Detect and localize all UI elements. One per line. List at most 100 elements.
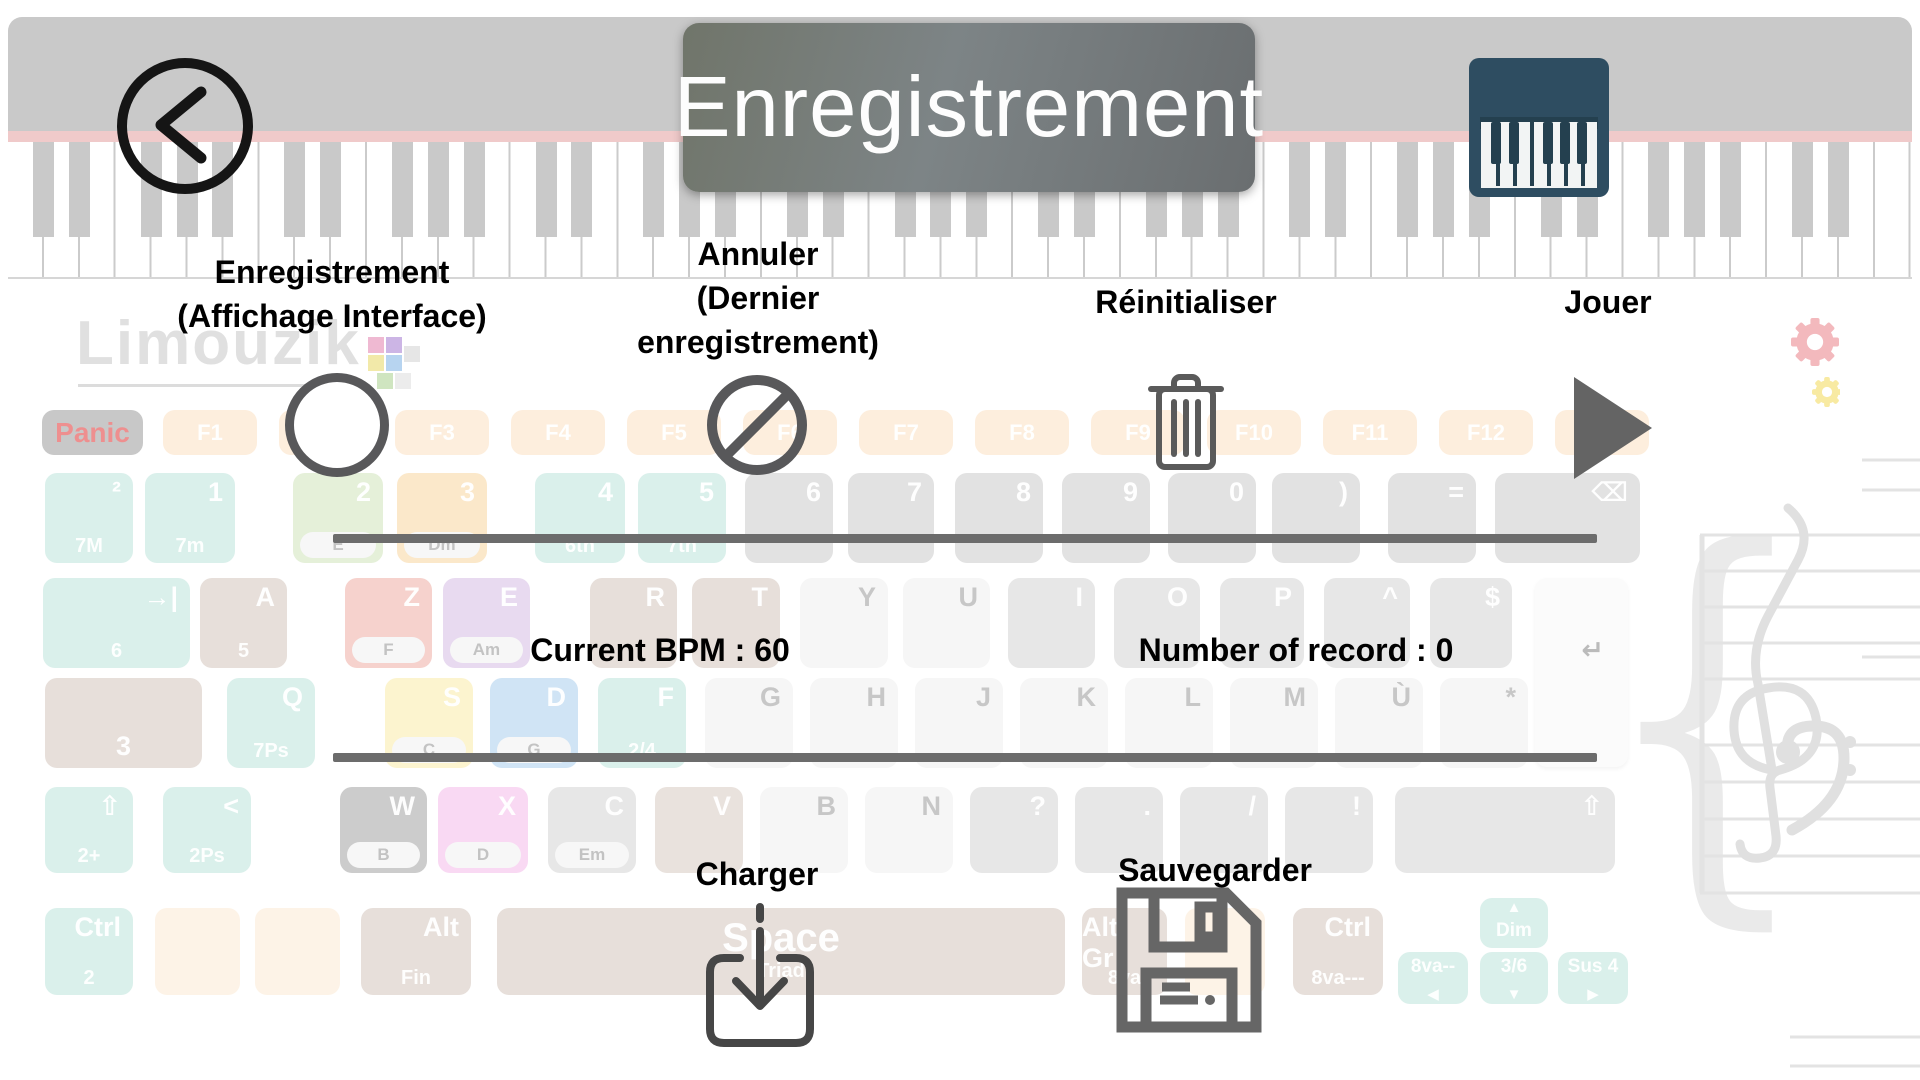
record-count-status: Number of record : 0 [1138, 632, 1454, 668]
piano-black-key [535, 142, 557, 237]
save-label: Sauvegarder [1118, 852, 1312, 888]
bg-key-F1: F1 [163, 410, 257, 455]
timeline-bar-bottom[interactable] [333, 753, 1597, 762]
piano-black-key [1289, 142, 1311, 237]
page-title: Enregistrement [673, 59, 1265, 155]
bg-key-Y: Y [800, 578, 888, 668]
play-icon [1574, 377, 1652, 479]
piano-black-key [1397, 142, 1419, 237]
bpm-status: Current BPM : 60 [530, 632, 790, 668]
bg-key-0: 0 [1168, 473, 1256, 563]
bg-key-B: B [760, 787, 848, 873]
play-button[interactable] [1574, 377, 1654, 481]
keyboard-mode-button[interactable] [1469, 58, 1609, 197]
music-staff-decoration [1699, 458, 1920, 1068]
bg-key-/: / [1180, 787, 1268, 873]
logo-pixel [368, 337, 384, 353]
bg-key-O: O [1114, 578, 1200, 668]
bg-key-F9: F9 [1091, 410, 1185, 455]
load-label: Charger [695, 856, 819, 892]
logo-pixel [377, 373, 393, 389]
bg-key-F4: F4 [511, 410, 605, 455]
piano-black-key [32, 142, 54, 237]
bg-key-blank [255, 908, 340, 995]
cancel-button[interactable] [706, 374, 808, 476]
bg-key-⇧: ⇧ [1395, 787, 1615, 873]
record-button[interactable] [285, 373, 389, 477]
bg-key-V: V [655, 787, 743, 873]
bg-key-N: N [865, 787, 953, 873]
piano-black-key [643, 142, 665, 237]
piano-black-key [320, 142, 342, 237]
page-title-panel: Enregistrement [674, 23, 1263, 192]
reset-button[interactable] [1146, 372, 1226, 472]
piano-black-key [284, 142, 306, 237]
bg-key-!: ! [1285, 787, 1373, 873]
logo-pixel [395, 373, 411, 389]
bg-key-U: U [903, 578, 990, 668]
bg-key-blank [155, 908, 240, 995]
bg-key-F8: F8 [975, 410, 1069, 455]
piano-black-key [1792, 142, 1813, 237]
bg-key-Dim: Dim▲ [1480, 898, 1548, 948]
gears-icon [1791, 318, 1840, 407]
bg-key-T: T [692, 578, 780, 668]
cancel-label: Annuler (Dernier enregistrement) [637, 236, 879, 360]
bg-key-): ) [1272, 473, 1360, 563]
bg-key-8va--: 8va--◀ [1398, 952, 1468, 1004]
bg-key-P: P [1220, 578, 1304, 668]
bg-key-F6: F6 [743, 410, 837, 455]
piano-black-key [1325, 142, 1347, 237]
play-label: Jouer [1564, 284, 1652, 320]
timeline-bar-top[interactable] [333, 534, 1597, 543]
bg-key-9: 9 [1062, 473, 1150, 563]
bg-key-F10: F10 [1207, 410, 1301, 455]
save-button[interactable] [1114, 885, 1264, 1035]
bg-key-6: 6 [745, 473, 833, 563]
bg-key-Sus 4: Sus 4▶ [1558, 952, 1628, 1004]
download-icon [706, 903, 814, 1047]
bg-key-⇧: ⇧2+ [45, 787, 133, 873]
logo-pixel [404, 346, 420, 362]
piano-black-key [571, 142, 593, 237]
bg-key-3/6: 3/6▼ [1480, 952, 1548, 1004]
logo-pixel [386, 337, 402, 353]
bg-key-Panic: Panic [42, 410, 143, 455]
piano-black-key [1433, 142, 1454, 237]
logo-underline [78, 384, 352, 387]
bg-key-R: R [590, 578, 677, 668]
bg-key-^: ^ [1324, 578, 1410, 668]
bg-key-8: 8 [955, 473, 1043, 563]
floppy-dot [1205, 995, 1215, 1005]
logo-pixel [386, 355, 402, 371]
bg-key-→|: →|6 [43, 578, 190, 668]
record-label: Enregistrement (Affichage Interface) [177, 254, 487, 334]
bg-key-↵: ↵ [1535, 578, 1628, 767]
piano-black-key [427, 142, 449, 237]
piano-black-key [1648, 142, 1670, 237]
bg-key-$: $ [1430, 578, 1512, 668]
piano-black-key [1684, 142, 1706, 237]
piano-black-key [140, 142, 162, 237]
no-symbol-icon [707, 375, 807, 475]
bg-key-7: 7 [848, 473, 934, 563]
bg-key-=: = [1388, 473, 1476, 563]
piano-black-key [463, 142, 485, 237]
piano-black-key [391, 142, 413, 237]
bass-clef-icon [1776, 720, 1856, 836]
back-button[interactable] [112, 54, 258, 200]
load-button[interactable] [702, 903, 818, 1049]
bg-key-<: <2Ps [163, 787, 251, 873]
